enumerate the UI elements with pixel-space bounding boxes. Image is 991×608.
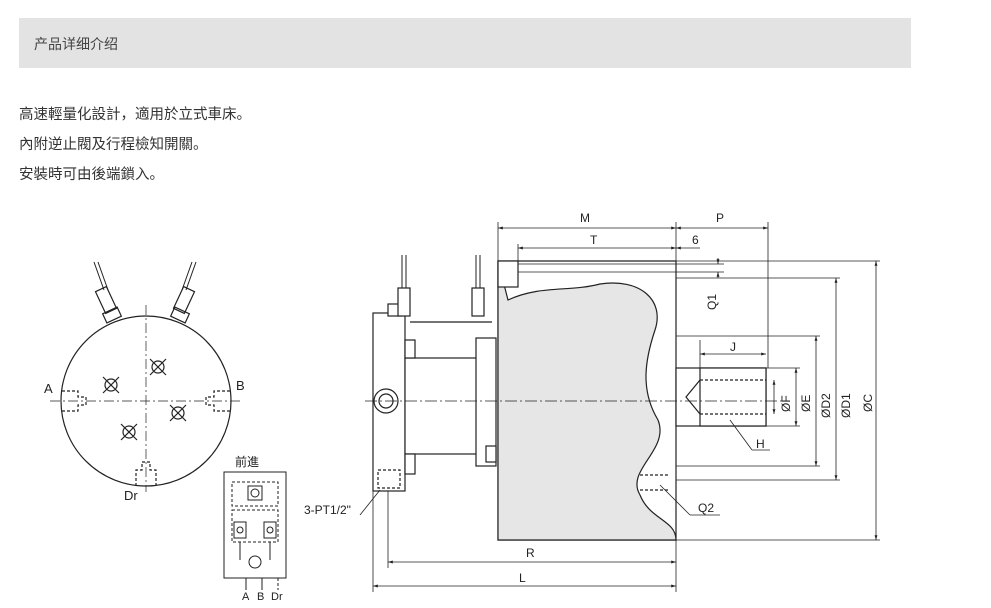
- dimension-lines: [359, 222, 880, 592]
- description-line: 安裝時可由後端鎖入。: [19, 167, 164, 183]
- side-view: [365, 255, 790, 541]
- dim-j-label: J: [730, 340, 736, 354]
- port-b-label: B: [236, 378, 245, 393]
- dim-l-label: L: [519, 571, 526, 585]
- sensor-left-icon: [93, 261, 123, 324]
- sensor-right-icon: [169, 261, 197, 324]
- schematic-title: 前進: [235, 454, 259, 469]
- dim-m-label: M: [580, 211, 590, 225]
- dim-d1-label: ØD1: [839, 393, 853, 418]
- dim-e-label: ØE: [799, 395, 813, 412]
- schematic-port-dr: Dr: [271, 591, 283, 603]
- thread-spec-label: 3-PT1/2": [304, 503, 351, 517]
- dim-h-label: H: [756, 437, 765, 451]
- schematic-port-b: B: [257, 591, 264, 603]
- schematic-port-a: A: [242, 591, 250, 603]
- dim-p-label: P: [716, 211, 724, 225]
- product-description: 高速輕量化設計，適用於立式車床。 內附逆止閥及行程檢知開關。 安裝時可由後端鎖入…: [19, 100, 251, 190]
- product-detail-tab[interactable]: 产品详细介绍: [19, 18, 911, 68]
- dim-r-label: R: [526, 546, 535, 560]
- dim-q1-label: Q1: [705, 294, 719, 310]
- description-line: 內附逆止閥及行程檢知開關。: [19, 137, 208, 153]
- bolt-hole-icon: [169, 404, 187, 422]
- dim-t-label: T: [590, 233, 598, 247]
- front-view: [50, 261, 240, 492]
- dim-c-label: ØC: [861, 394, 875, 412]
- description-line: 高速輕量化設計，適用於立式車床。: [19, 107, 251, 123]
- technical-drawing: A B Dr 前進 A B Dr: [44, 211, 880, 603]
- tab-title: 产品详细介绍: [34, 37, 118, 53]
- dim-6-label: 6: [692, 233, 699, 247]
- dim-f-label: ØF: [779, 395, 793, 412]
- dim-q2-label: Q2: [698, 501, 714, 515]
- dim-d2-label: ØD2: [819, 393, 833, 418]
- bolt-hole-icon: [102, 376, 120, 394]
- bolt-hole-icon: [120, 423, 138, 441]
- hydraulic-schematic: [223, 471, 287, 590]
- port-a-label: A: [44, 381, 53, 396]
- dimension-labels: M P T 6 Q1 J ØF ØE ØD2 ØD1 ØC H Q2 3-PT1…: [304, 211, 875, 585]
- port-dr-label: Dr: [124, 488, 138, 503]
- bolt-hole-icon: [149, 358, 167, 376]
